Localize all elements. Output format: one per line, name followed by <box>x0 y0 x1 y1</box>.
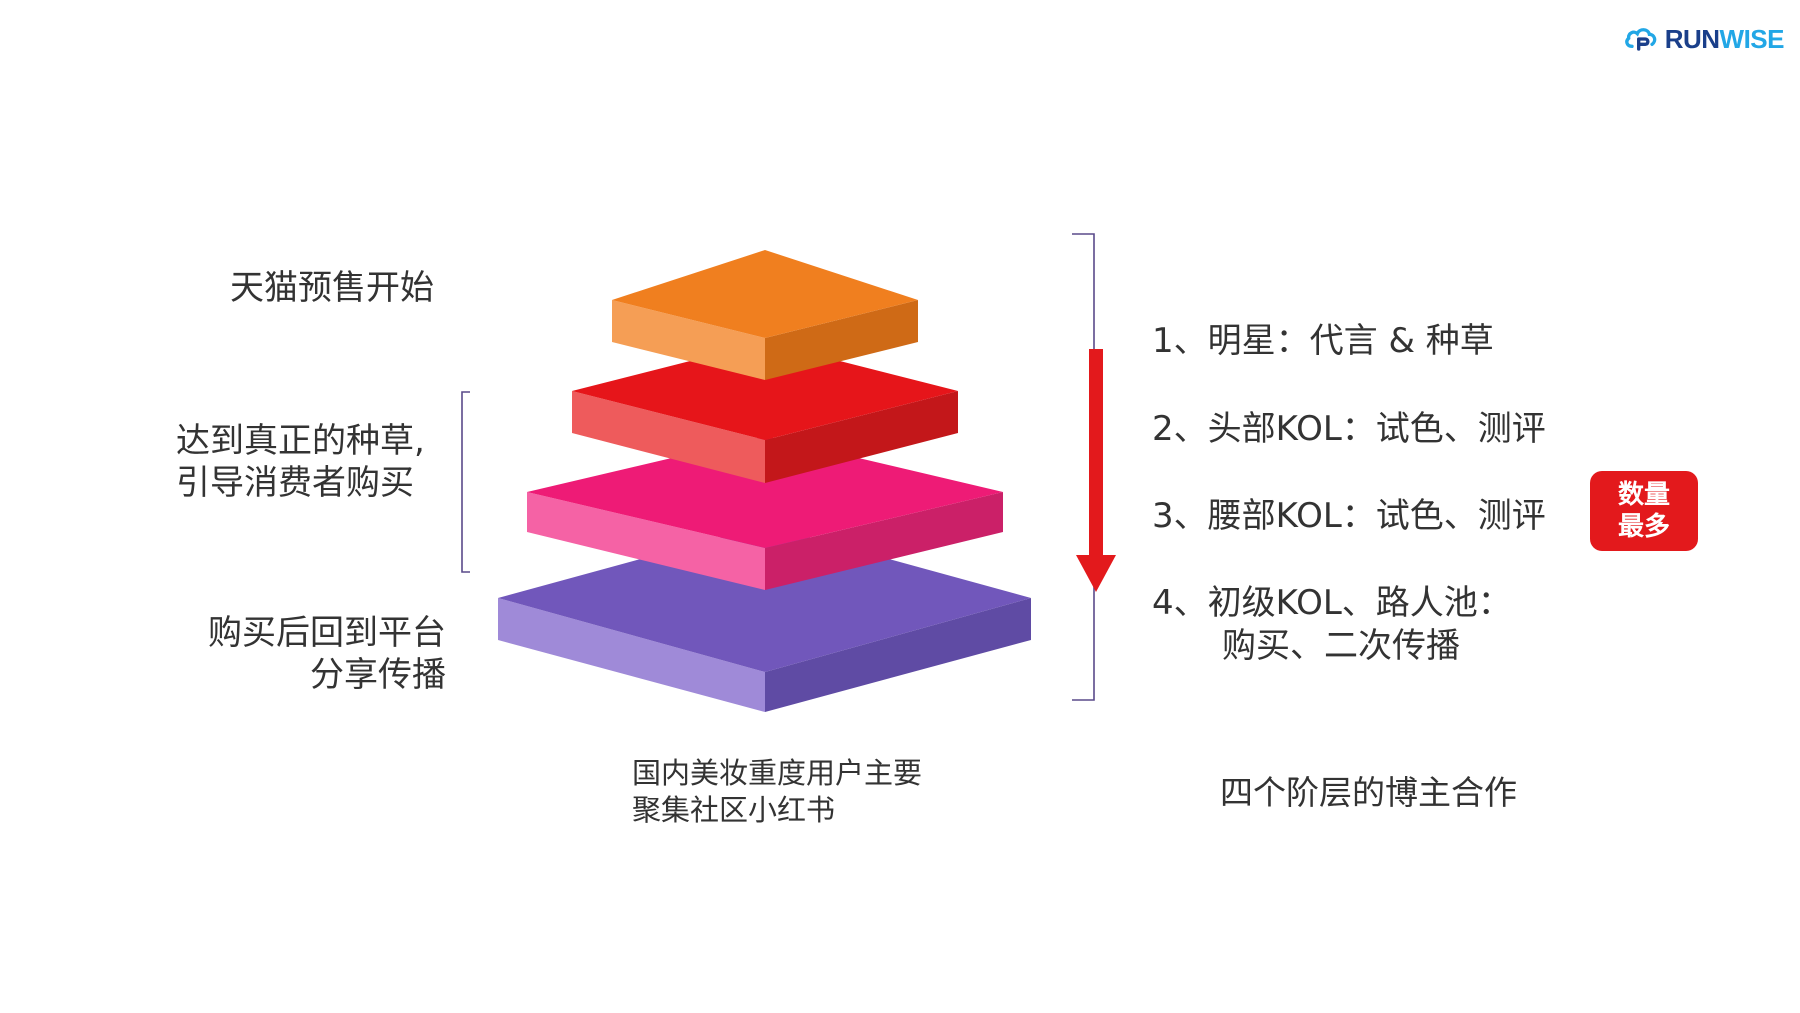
label-seeding-line2: 引导消费者购买 <box>176 463 414 503</box>
caption-left-line2: 聚集社区小红书 <box>632 793 836 827</box>
down-arrow-head <box>1076 555 1116 592</box>
layer-pink-top-face <box>527 436 1003 548</box>
label-share-line1: 购买后回到平台 <box>208 613 446 653</box>
tier-4-label-line1: 4、初级KOL、路人池： <box>1152 583 1512 623</box>
layer-orange-top-face <box>612 250 918 338</box>
layer-purple-top-face <box>498 525 1031 672</box>
layer-purple <box>498 525 1031 712</box>
layer-purple-right-face <box>765 598 1031 712</box>
badge-line1: 数量 <box>1617 480 1670 510</box>
label-tmall-presale: 天猫预售开始 <box>230 268 434 308</box>
caption-right: 四个阶层的博主合作 <box>1220 773 1517 812</box>
runwise-logo: RUNWISE <box>1624 18 1785 60</box>
layer-orange-left-face <box>612 300 765 380</box>
layer-purple-left-face <box>498 598 765 712</box>
layer-red <box>572 342 958 483</box>
label-share-line2: 分享传播 <box>310 655 446 695</box>
down-arrow-shaft <box>1089 349 1103 557</box>
layer-pink <box>527 436 1003 590</box>
left-bracket <box>461 391 470 573</box>
cloud-logo-icon <box>1625 28 1657 51</box>
tier-2-label: 2、头部KOL：试色、测评 <box>1152 409 1546 449</box>
layer-pink-right-face <box>765 492 1003 590</box>
layer-red-left-face <box>572 391 765 483</box>
layer-orange <box>612 250 918 380</box>
quantity-most-badge: 数量 最多 <box>1590 471 1698 551</box>
layer-red-right-face <box>765 391 958 483</box>
tier-1-label: 1、明星：代言 & 种草 <box>1152 321 1494 361</box>
tier-4-label-line2: 购买、二次传播 <box>1222 626 1460 666</box>
tier-3-label: 3、腰部KOL：试色、测评 <box>1152 496 1546 536</box>
layer-red-top-face <box>572 342 958 440</box>
badge-line2: 最多 <box>1617 512 1670 542</box>
logo-text: RUNWISE <box>1664 23 1785 54</box>
layer-orange-right-face <box>765 300 918 380</box>
layer-pink-left-face <box>527 492 765 590</box>
caption-left-line1: 国内美妆重度用户主要 <box>632 756 923 790</box>
down-arrow <box>1076 349 1116 592</box>
label-seeding-line1: 达到真正的种草, <box>176 421 425 461</box>
